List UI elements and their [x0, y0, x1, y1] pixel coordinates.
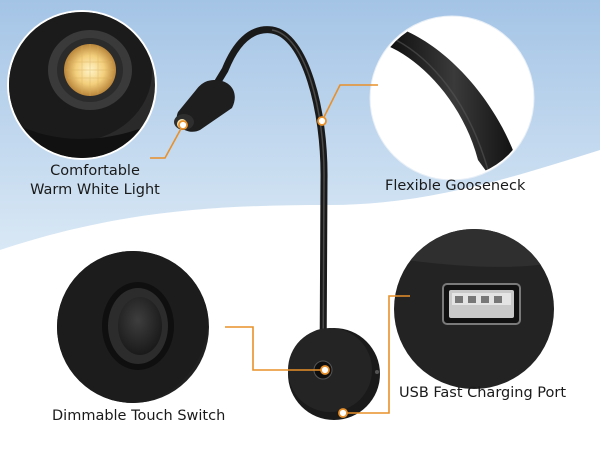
gooseneck-tube-icon: [388, 30, 520, 178]
callout-dots: [178, 116, 348, 418]
warm-light-label-line1: Comfortable: [50, 163, 140, 179]
callout-switch: [225, 326, 325, 371]
callout-lines: [150, 84, 410, 414]
usb-closeup-circle: [392, 227, 556, 391]
touch-switch-icon: [118, 297, 162, 355]
touch-switch-label: Dimmable Touch Switch: [52, 408, 226, 424]
wall-base-icon: [288, 328, 380, 420]
callout-usb: [343, 295, 410, 414]
usb-port-icon: [442, 283, 521, 325]
gooseneck-label: Flexible Gooseneck: [385, 178, 526, 194]
callout-gooseneck: [321, 84, 378, 122]
callout-light: [150, 124, 184, 159]
warm-light-label-line2: Warm White Light: [30, 182, 160, 198]
switch-closeup-circle: [55, 249, 211, 405]
gooseneck-closeup-circle: [369, 15, 535, 181]
usb-port-label: USB Fast Charging Port: [399, 385, 567, 401]
warm-light-label: Comfortable Warm White Light: [20, 162, 170, 200]
